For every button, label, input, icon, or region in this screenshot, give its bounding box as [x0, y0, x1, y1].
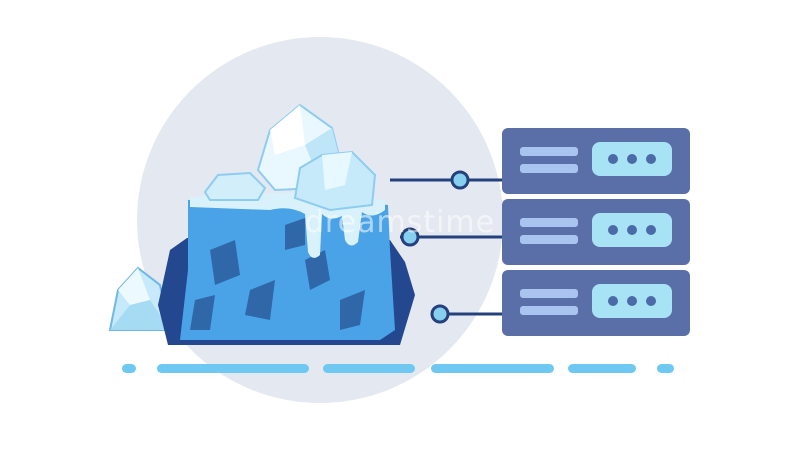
status-dot-icon — [627, 154, 637, 164]
server-label-line — [520, 218, 578, 227]
server-unit-top — [502, 128, 690, 194]
iceberg-icon — [158, 103, 415, 345]
ground-dash — [157, 364, 309, 373]
status-dot-icon — [608, 154, 618, 164]
server-label-line — [520, 147, 578, 156]
connector-node-icon — [400, 227, 420, 247]
status-dot-icon — [627, 225, 637, 235]
connector-lines — [390, 170, 504, 324]
status-dot-icon — [608, 296, 618, 306]
iceberg-front — [180, 195, 395, 340]
connector-node-icon — [430, 304, 450, 324]
server-unit-bottom — [502, 270, 690, 336]
server-label-line — [520, 164, 578, 173]
ground-dash — [323, 364, 415, 373]
ground-dash — [122, 364, 136, 373]
status-dot-icon — [627, 296, 637, 306]
status-dot-icon — [646, 296, 656, 306]
ground-dash — [431, 364, 554, 373]
server-unit-middle — [502, 199, 690, 265]
ground-line — [122, 364, 674, 373]
server-label-line — [520, 306, 578, 315]
ground-dash — [568, 364, 636, 373]
server-stack-icon — [502, 128, 690, 336]
status-dot-icon — [646, 225, 656, 235]
ice-chunk-left — [203, 171, 267, 201]
ice-crystal-icon — [108, 266, 172, 331]
status-dot-icon — [646, 154, 656, 164]
server-label-line — [520, 289, 578, 298]
connector-node-icon — [450, 170, 470, 190]
status-dot-icon — [608, 225, 618, 235]
server-label-line — [520, 235, 578, 244]
ground-dash — [657, 364, 674, 373]
